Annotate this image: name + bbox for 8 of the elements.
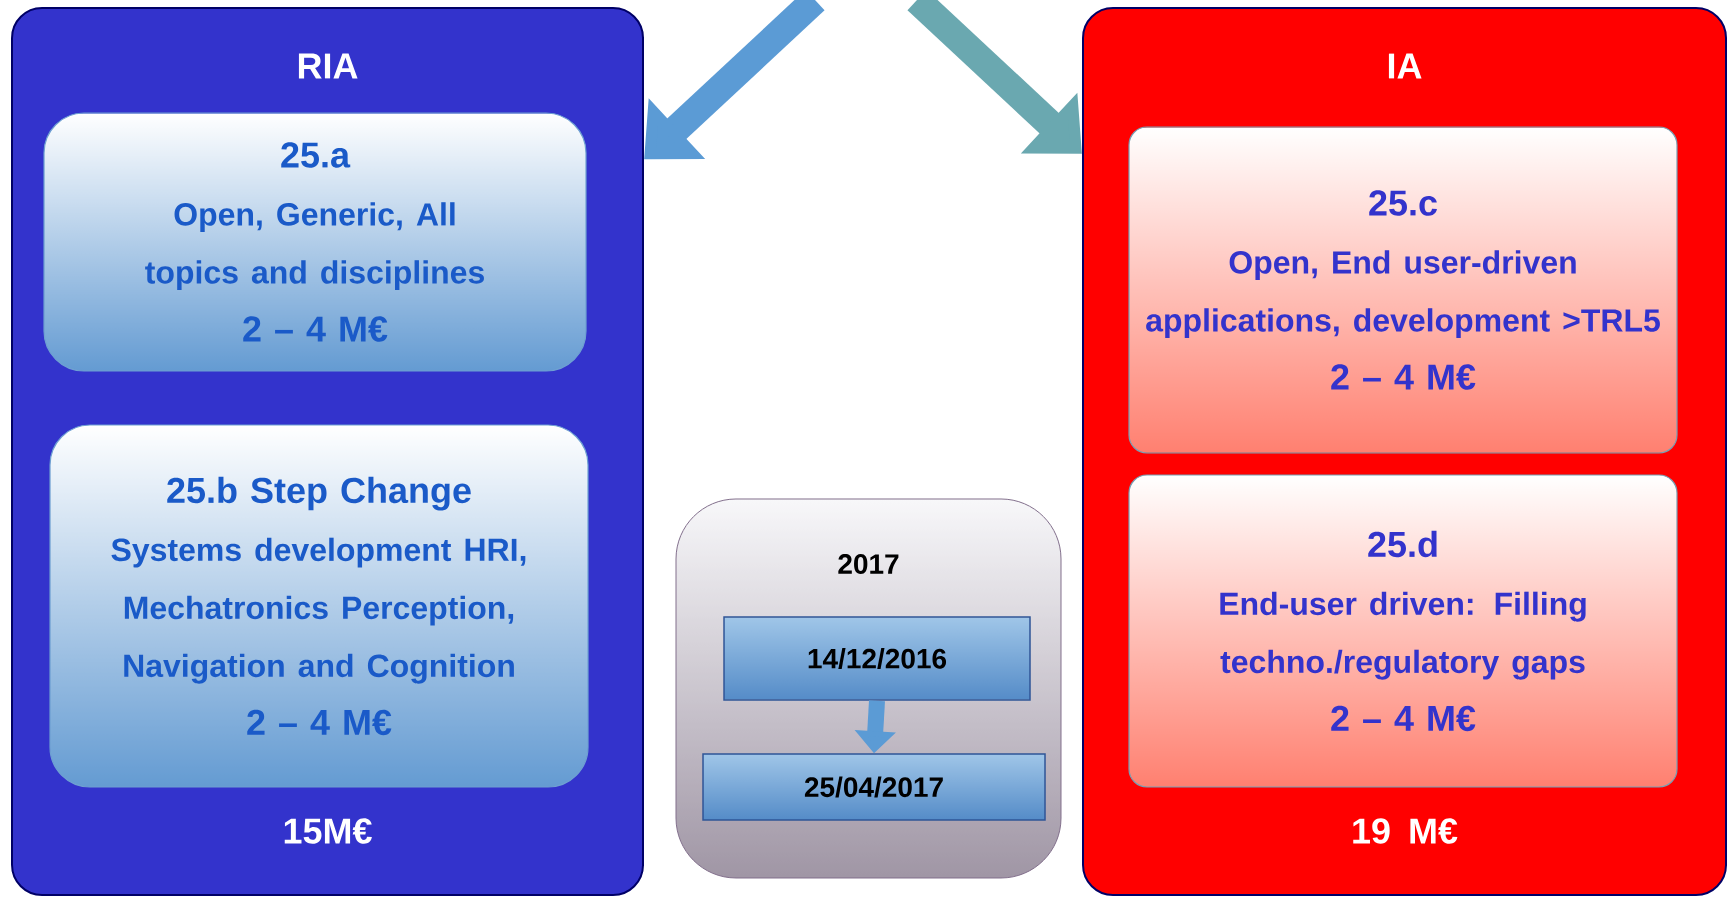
topic-box: 25.c Open, End user-driven applications, development >TRL5 2 – 4 M€ [1128,126,1678,454]
date-box: 14/12/2016 [723,616,1031,701]
topic-box: 25.d End-user driven: Filling techno./regulatory gaps 2 – 4 M€ [1128,474,1678,788]
block-arrow [907,0,1082,154]
topic-box: 25.a Open, Generic, All topics and disciplines 2 – 4 M€ [43,112,587,372]
block-arrow [644,0,825,160]
topic-box: 25.b Step Change Systems development HRI, Mechatronics Perception, Navigation and Cognition 2 – 4 M€ [49,424,589,788]
date-box: 25/04/2017 [702,753,1046,821]
